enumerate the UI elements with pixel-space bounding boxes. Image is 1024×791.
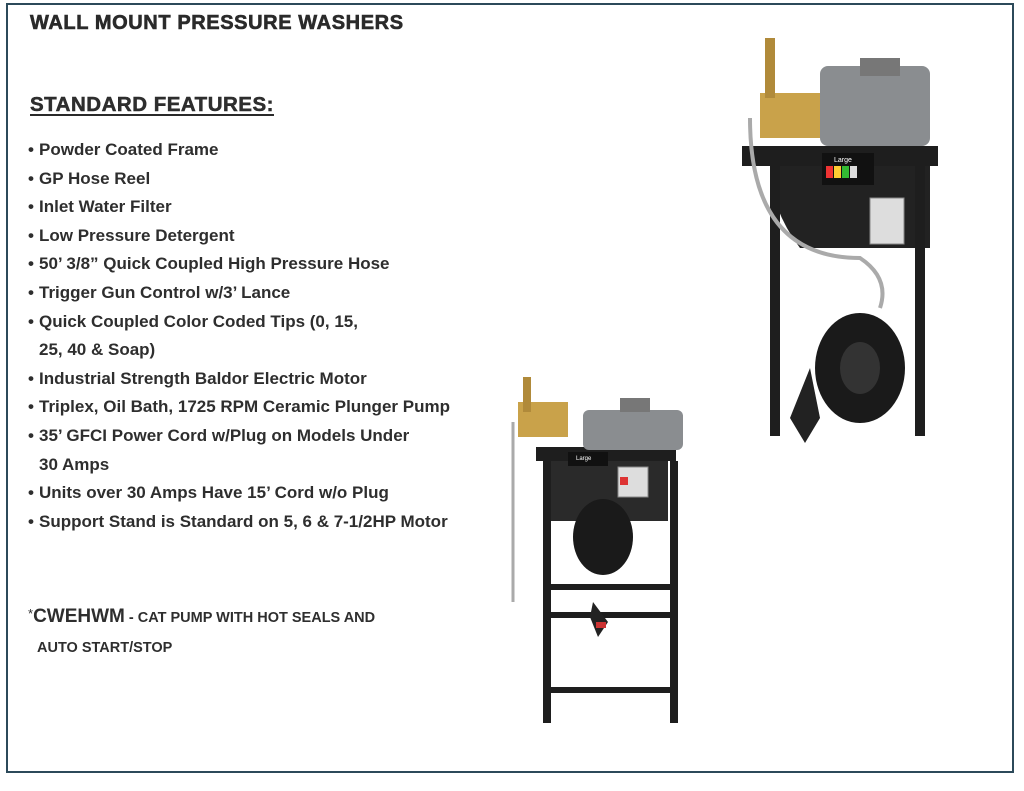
list-item: •Quick Coupled Color Coded Tips (0, 15, … xyxy=(28,311,358,360)
list-item: •Support Stand is Standard on 5, 6 & 7-1… xyxy=(28,511,448,531)
model-note-line2: AUTO START/STOP xyxy=(37,640,173,656)
features-heading: STANDARD FEATURES: xyxy=(30,93,274,117)
list-item: •Inlet Water Filter xyxy=(28,197,172,217)
list-item: •50’ 3/8” Quick Coupled High Pressure Ho… xyxy=(28,254,390,274)
page-title: WALL MOUNT PRESSURE WASHERS xyxy=(30,12,404,35)
list-item: •Triplex, Oil Bath, 1725 RPM Ceramic Plu… xyxy=(28,397,450,417)
list-item: •35’ GFCI Power Cord w/Plug on Models Un… xyxy=(28,425,410,474)
features-list: •Powder Coated Frame •GP Hose Reel •Inle… xyxy=(28,136,479,536)
list-item: •Trigger Gun Control w/3’ Lance xyxy=(28,282,291,302)
svg-text:Large: Large xyxy=(576,456,592,462)
page-border xyxy=(6,3,1014,773)
list-item: •Low Pressure Detergent xyxy=(28,225,235,245)
list-item: •GP Hose Reel xyxy=(28,168,151,188)
stand-mount-washer-image: Large xyxy=(511,377,683,723)
list-item: •Units over 30 Amps Have 15’ Cord w/o Pl… xyxy=(28,483,389,503)
list-item: •Powder Coated Frame xyxy=(28,140,219,159)
model-note: *CWEHWM - CAT PUMP WITH HOT SEALS AND xyxy=(28,606,376,627)
list-item: •Industrial Strength Baldor Electric Mot… xyxy=(28,368,367,388)
model-code: CWEHWM xyxy=(33,606,125,627)
svg-text:Large: Large xyxy=(834,157,852,164)
wall-mount-washer-image: Large xyxy=(742,38,938,443)
